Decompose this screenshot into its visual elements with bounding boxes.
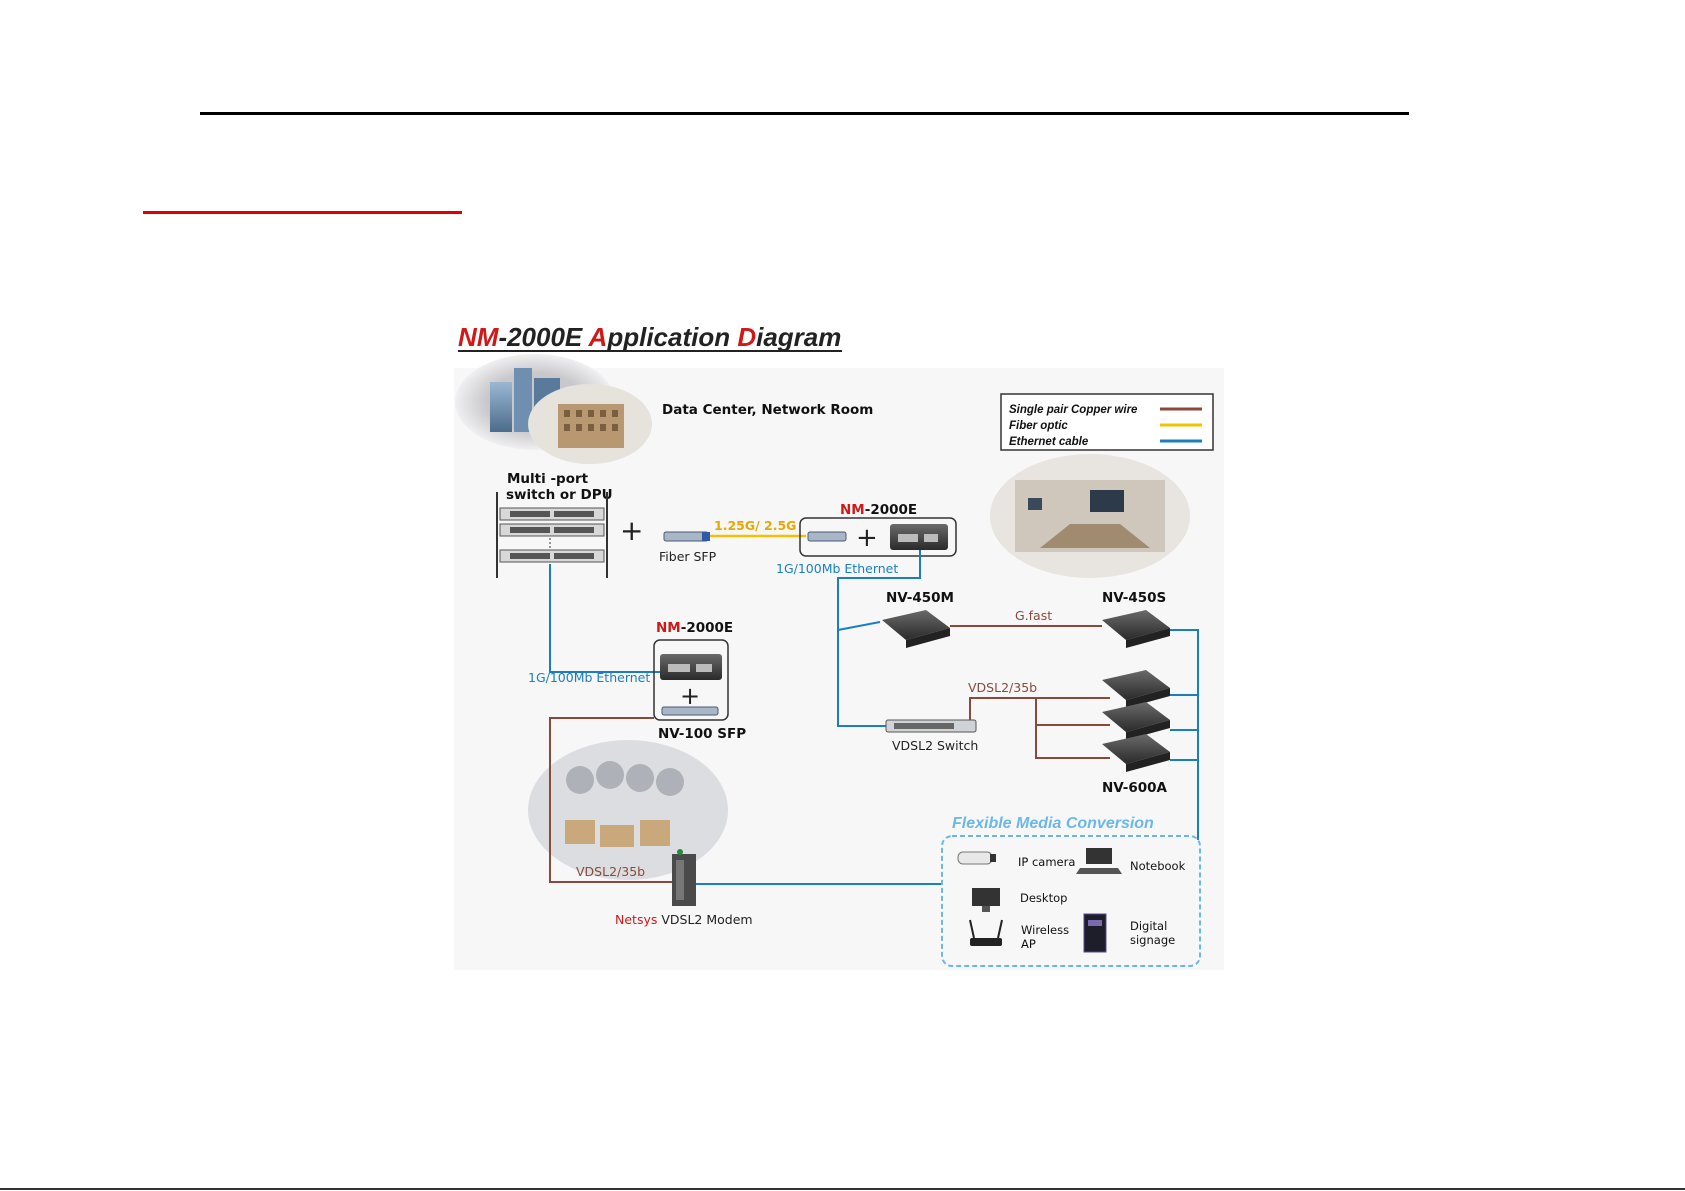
title-part-diagram: iagram [756, 322, 841, 352]
eth-right-bus [1170, 629, 1199, 840]
legend-label-fiber: Fiber optic [1009, 420, 1068, 432]
ip-camera-icon [957, 851, 996, 865]
title-part-a: A [588, 322, 608, 352]
eth-left-link [549, 564, 662, 673]
nv450s-device [1102, 610, 1170, 648]
signage-label-1: Digital [1130, 919, 1167, 933]
notebook-label: Notebook [1130, 859, 1186, 873]
nm-top-sfp [807, 531, 847, 542]
red-underline [143, 211, 462, 214]
conference-room-image [990, 454, 1190, 578]
nv600a-label: NV-600A [1102, 780, 1168, 796]
legend: Single pair Copper wire Fiber optic Ethe… [1000, 393, 1214, 451]
plus-icon: + [856, 523, 878, 553]
title-part-application: pplication [606, 322, 737, 352]
nm-top-label: NM-2000E [840, 502, 917, 518]
nm-top-device [890, 524, 948, 550]
bottom-rule [0, 1188, 1685, 1190]
plus-icon: + [680, 682, 700, 710]
digital-signage-icon [1083, 913, 1107, 953]
vdsl-left-link [549, 717, 672, 883]
nv450s-label: NV-450S [1102, 590, 1166, 606]
signage-label-2: signage [1130, 933, 1175, 947]
vdsl2-switch-device [885, 719, 977, 733]
nm-left-label: NM-2000E [656, 620, 733, 636]
nv450m-label: NV-450M [886, 590, 954, 606]
nv600a-devices [1102, 670, 1170, 772]
nm-top-group [799, 517, 957, 557]
media-panel [941, 835, 1201, 967]
desktop-icon [972, 888, 1000, 912]
title-part-model: -2000E [498, 322, 588, 352]
switch-label-line2: switch or DPU [506, 487, 613, 503]
nm-left-device [660, 654, 722, 680]
eth-to-nv450m [837, 621, 881, 631]
data-center-image [455, 354, 652, 464]
top-rule [200, 112, 1409, 115]
wireless-label-1: Wireless [1021, 923, 1069, 937]
fiber-sfp-device [663, 531, 710, 542]
eth-top-link [837, 550, 921, 727]
fiber-speed-label: 1.25G/ 2.5G [714, 518, 796, 533]
eth-top-label: 1G/100Mb Ethernet [776, 561, 898, 576]
media-panel-title: Flexible Media Conversion [952, 815, 1154, 832]
switch-label-line1: Multi -port [507, 471, 589, 487]
eth-left-label: 1G/100Mb Ethernet [528, 670, 650, 685]
wireless-label-2: AP [1021, 937, 1036, 951]
fiber-sfp-label: Fiber SFP [659, 549, 717, 564]
factory-image [528, 740, 728, 880]
wireless-ap-icon [969, 919, 1003, 946]
notebook-icon [1076, 848, 1122, 874]
nv450m-device [882, 610, 950, 648]
vdsl2-modem-device [672, 849, 696, 906]
legend-label-ethernet: Ethernet cable [1009, 436, 1089, 448]
desktop-label: Desktop [1020, 891, 1067, 905]
gfast-label: G.fast [1015, 608, 1052, 623]
vdsl-left-label: VDSL2/35b [576, 864, 645, 879]
vdsl2-switch-label: VDSL2 Switch [892, 738, 978, 753]
title-part-d: D [737, 322, 756, 352]
application-diagram: NM-2000E Application Diagram Data Center… [454, 322, 1224, 970]
vdsl-right-label: VDSL2/35b [968, 680, 1037, 695]
plus-icon: + [620, 514, 643, 547]
title-part-nm: NM [458, 322, 500, 352]
nv100-sfp-device [661, 706, 719, 716]
nv100-label: NV-100 SFP [658, 726, 746, 742]
data-center-label: Data Center, Network Room [662, 402, 873, 418]
ip-camera-label: IP camera [1018, 855, 1075, 869]
legend-label-copper: Single pair Copper wire [1009, 404, 1138, 416]
multi-port-switch [496, 492, 608, 578]
nm-left-group [653, 639, 729, 721]
diagram-title: NM-2000E Application Diagram [458, 322, 841, 352]
modem-label: Netsys VDSL2 Modem [615, 912, 753, 927]
